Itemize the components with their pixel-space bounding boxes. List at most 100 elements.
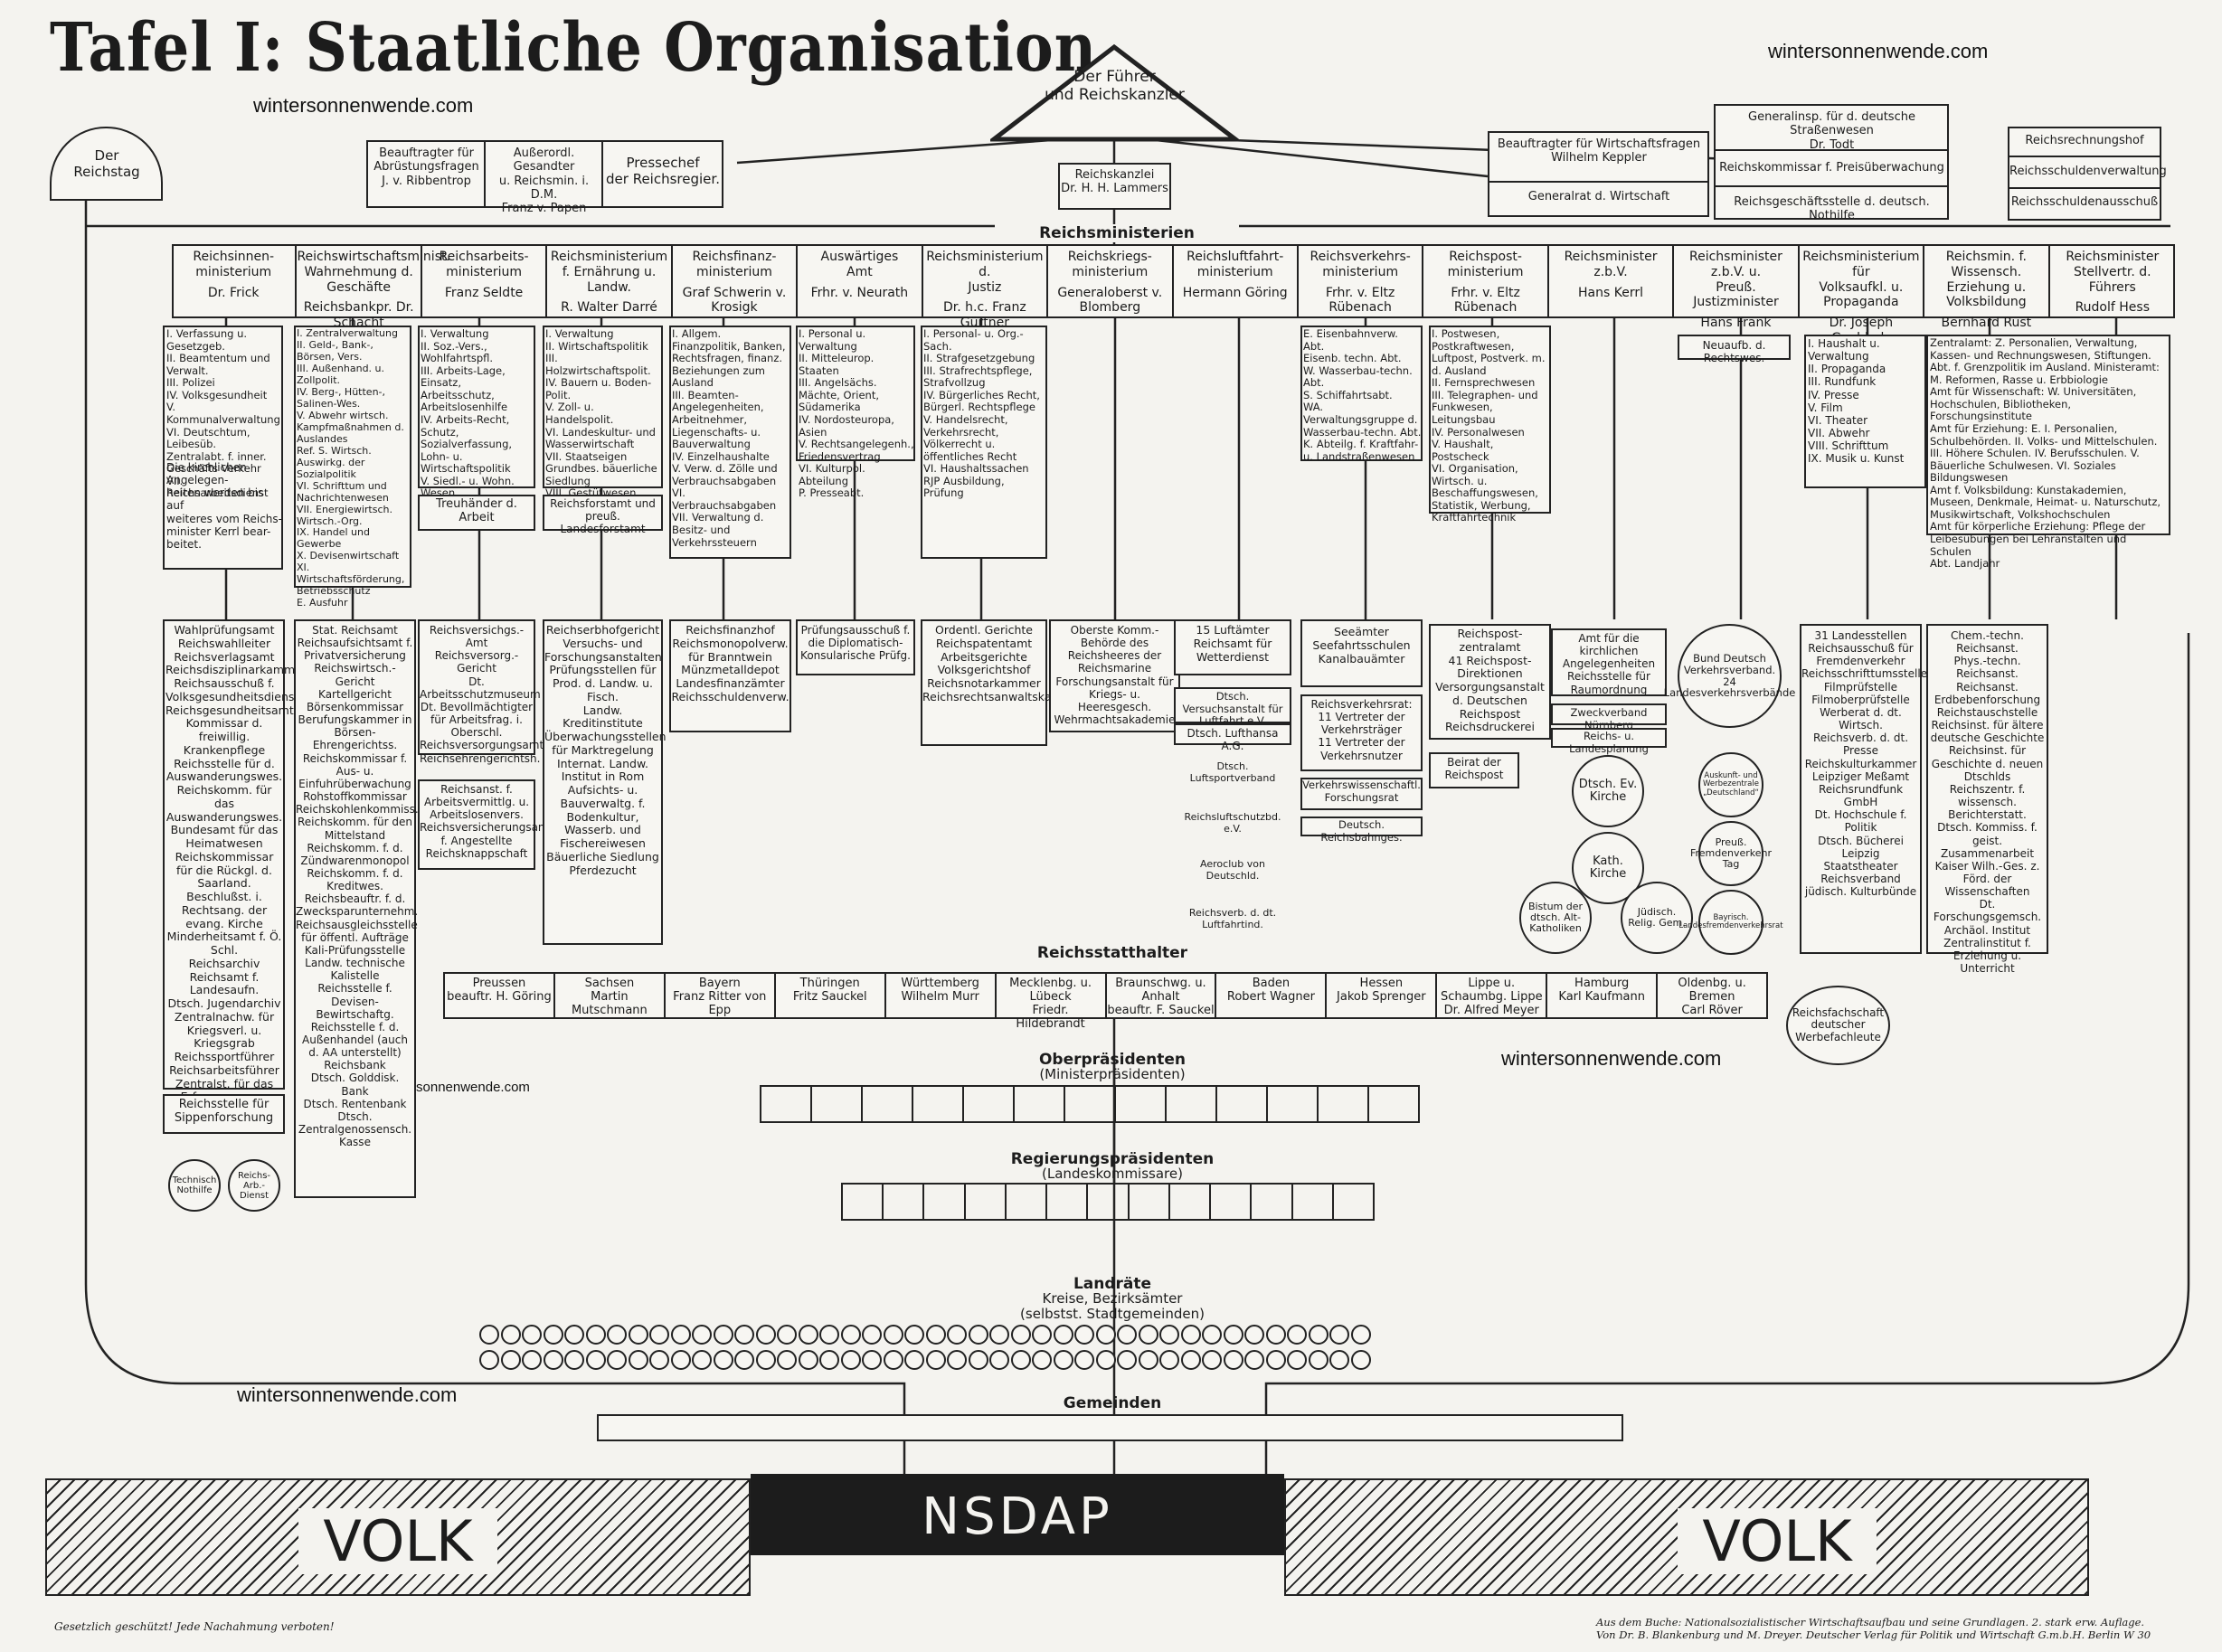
page-title: Tafel I: Staatliche Organisation: [50, 9, 1098, 88]
agencies-verkehr4-text: Deutsch. Reichsbahnges.: [1320, 818, 1403, 844]
landrat-circle: [500, 1325, 521, 1345]
ministry-head: R. Walter Darré: [561, 300, 657, 316]
sippen-box: [163, 1094, 285, 1134]
agencies-verkehr: [1300, 619, 1423, 687]
oberpraesidenten-sub: (Ministerpräsidenten): [1039, 1066, 1186, 1082]
agencies-kerrl3-text: Reichs- u. Landesplanung: [1569, 730, 1649, 755]
statthalter-label: Reichsstatthalter: [1036, 944, 1188, 962]
landrat-circle: [1265, 1350, 1286, 1370]
keppler-label: Beauftragter für Wirtschaftsfragen Wilhe…: [1497, 137, 1701, 165]
landrat-circle: [1308, 1325, 1328, 1345]
statthalter-cell: Mecklenbg. u. Lübeck Friedr. Hildebrandt: [997, 974, 1107, 1031]
regierungspraesidenten-label: Regierungspräsidenten: [1010, 1150, 1215, 1168]
grid-cell: [843, 1185, 884, 1219]
agencies-post2-text: Beirat der Reichspost: [1444, 756, 1504, 782]
grid-cell: [761, 1087, 812, 1121]
watermark: wintersonnenwende.com: [237, 1383, 458, 1406]
landrat-circle: [543, 1350, 563, 1370]
grid-cell: [1211, 1185, 1253, 1219]
landrat-circle: [1010, 1325, 1031, 1345]
dept-finanz: [669, 326, 791, 559]
agencies-luft3: [1174, 723, 1291, 745]
agencies-arbeit: [418, 619, 535, 755]
ministry-name: Reichsminister z.b.V. u. Preuß. Justizmi…: [1689, 250, 1782, 310]
agencies-propaganda2: Reichsfachschaft deutscher Werbefachleut…: [1786, 986, 1890, 1065]
agencies-arbeit2-text: Reichsanst. f. Arbeitsvermittlg. u. Arbe…: [420, 783, 569, 860]
grid-cell: [1088, 1185, 1130, 1219]
landrat-circle: [1095, 1350, 1116, 1370]
landrat-circle: [1159, 1325, 1179, 1345]
rechnungshof-box: [2008, 127, 2161, 221]
dept-auswaertig-text: I. Personal u. Verwaltung II. Mitteleuro…: [799, 327, 914, 500]
regierungspraesidenten-sub: (Landeskommissare): [1042, 1166, 1183, 1182]
technische-nothilfe: Technisch Nothilfe: [168, 1159, 221, 1212]
landrat-circle: [628, 1350, 648, 1370]
ministry-head: Hans Frank: [1700, 316, 1772, 331]
schuldenverwaltung-label: Reichsschuldenverwaltung: [2009, 165, 2167, 178]
grid-cell: [1167, 1087, 1217, 1121]
agencies-verkehr2: [1300, 694, 1423, 771]
landrat-circle: [734, 1325, 754, 1345]
statthalter-cell: Braunschwg. u. Anhalt beauftr. F. Saucke…: [1107, 974, 1217, 1017]
dept-kerrl-text: Neuaufb. d. Rechtswes.: [1702, 339, 1766, 365]
landrat-circle: [883, 1325, 903, 1345]
todt-box: [1714, 104, 1949, 220]
ministry-12: Reichsminister z.b.V. u. Preuß. Justizmi…: [1674, 244, 1800, 330]
landrat-circle: [1117, 1325, 1137, 1345]
agencies-luft3-text: Dtsch. Lufthansa A.G.: [1187, 727, 1279, 753]
grid-cell: [1130, 1185, 1170, 1219]
landrat-circle: [670, 1350, 691, 1370]
agencies-finanz: [669, 619, 791, 732]
nsdap-band: [751, 1474, 1284, 1555]
landrat-circle: [755, 1325, 776, 1345]
gemeinden-box: [597, 1414, 1623, 1441]
volk-left-label: VOLK: [298, 1508, 497, 1575]
ministry-name: Reichsminister Stellvertr. d. Führers: [2066, 250, 2160, 295]
agencies-kerrl2: [1551, 703, 1667, 725]
landrat-circle: [1202, 1325, 1222, 1345]
ministry-head: Generaloberst v. Blomberg: [1057, 285, 1163, 316]
landrat-circle: [649, 1350, 669, 1370]
agencies-post2: [1429, 752, 1519, 788]
landrat-circle: [1074, 1350, 1094, 1370]
statthalter-cell: Preussen beauftr. H. Göring: [445, 974, 555, 1017]
landrat-circle: [968, 1350, 988, 1370]
grid-cell: [1293, 1185, 1334, 1219]
landrat-circle: [883, 1350, 903, 1370]
landrat-circle: [1180, 1350, 1201, 1370]
ministry-name: Reichsluftfahrt- ministerium: [1187, 250, 1284, 279]
dept-post-text: I. Postwesen, Postkraftwesen, Luftpost, …: [1432, 327, 1546, 524]
ministry-name: Reichsarbeits- ministerium: [439, 250, 529, 279]
landraete-sub1: Kreise, Bezirksämter: [1042, 1290, 1183, 1307]
ministry-head: Dr. Frick: [207, 285, 260, 300]
landrat-circle: [968, 1325, 988, 1345]
church-jued: Jüdisch. Relig. Gem.: [1621, 882, 1693, 954]
ministry-head: Franz Seldte: [444, 285, 524, 300]
landrat-circle: [734, 1350, 754, 1370]
agencies-luft: [1174, 619, 1291, 675]
reichs-arbeitsdienst: Reichs-Arb.- Dienst: [228, 1159, 280, 1212]
todt-label: Generalinsp. für d. deutsche Straßenwese…: [1748, 110, 1915, 152]
dept-finanz-text: I. Allgem. Finanzpolitik, Banken, Rechts…: [672, 327, 786, 549]
ministry-head: Hermann Göring: [1182, 285, 1288, 300]
grid-cell: [1116, 1087, 1167, 1121]
agencies-arbeit2: [418, 779, 535, 870]
dept-justiz-text: I. Personal- u. Org.-Sach. II. Strafgese…: [923, 327, 1040, 500]
ministry-name: Reichsminister z.b.V.: [1564, 250, 1658, 279]
dept-auswaertig: [796, 326, 915, 461]
church-bistum: Bistum der dtsch. Alt- Katholiken: [1519, 882, 1592, 954]
agencies-krieg-text: Oberste Komm.-Behörde des Reichsheeres d…: [1054, 624, 1176, 727]
grid-cell: [1170, 1185, 1212, 1219]
landrat-circle: [1223, 1350, 1243, 1370]
oberpraesidenten-grid: [760, 1085, 1420, 1123]
ministry-name: Auswärtiges Amt: [820, 250, 899, 279]
landrat-circle: [904, 1350, 924, 1370]
grid-cell: [1047, 1185, 1089, 1219]
ministry-14: Reichsmin. f. Wissensch. Erziehung u. Vo…: [1924, 244, 2050, 330]
volk-right-label: VOLK: [1678, 1508, 1877, 1575]
landrat-circle: [862, 1350, 882, 1370]
ministry-head: Graf Schwerin v. Krosigk: [682, 285, 787, 316]
